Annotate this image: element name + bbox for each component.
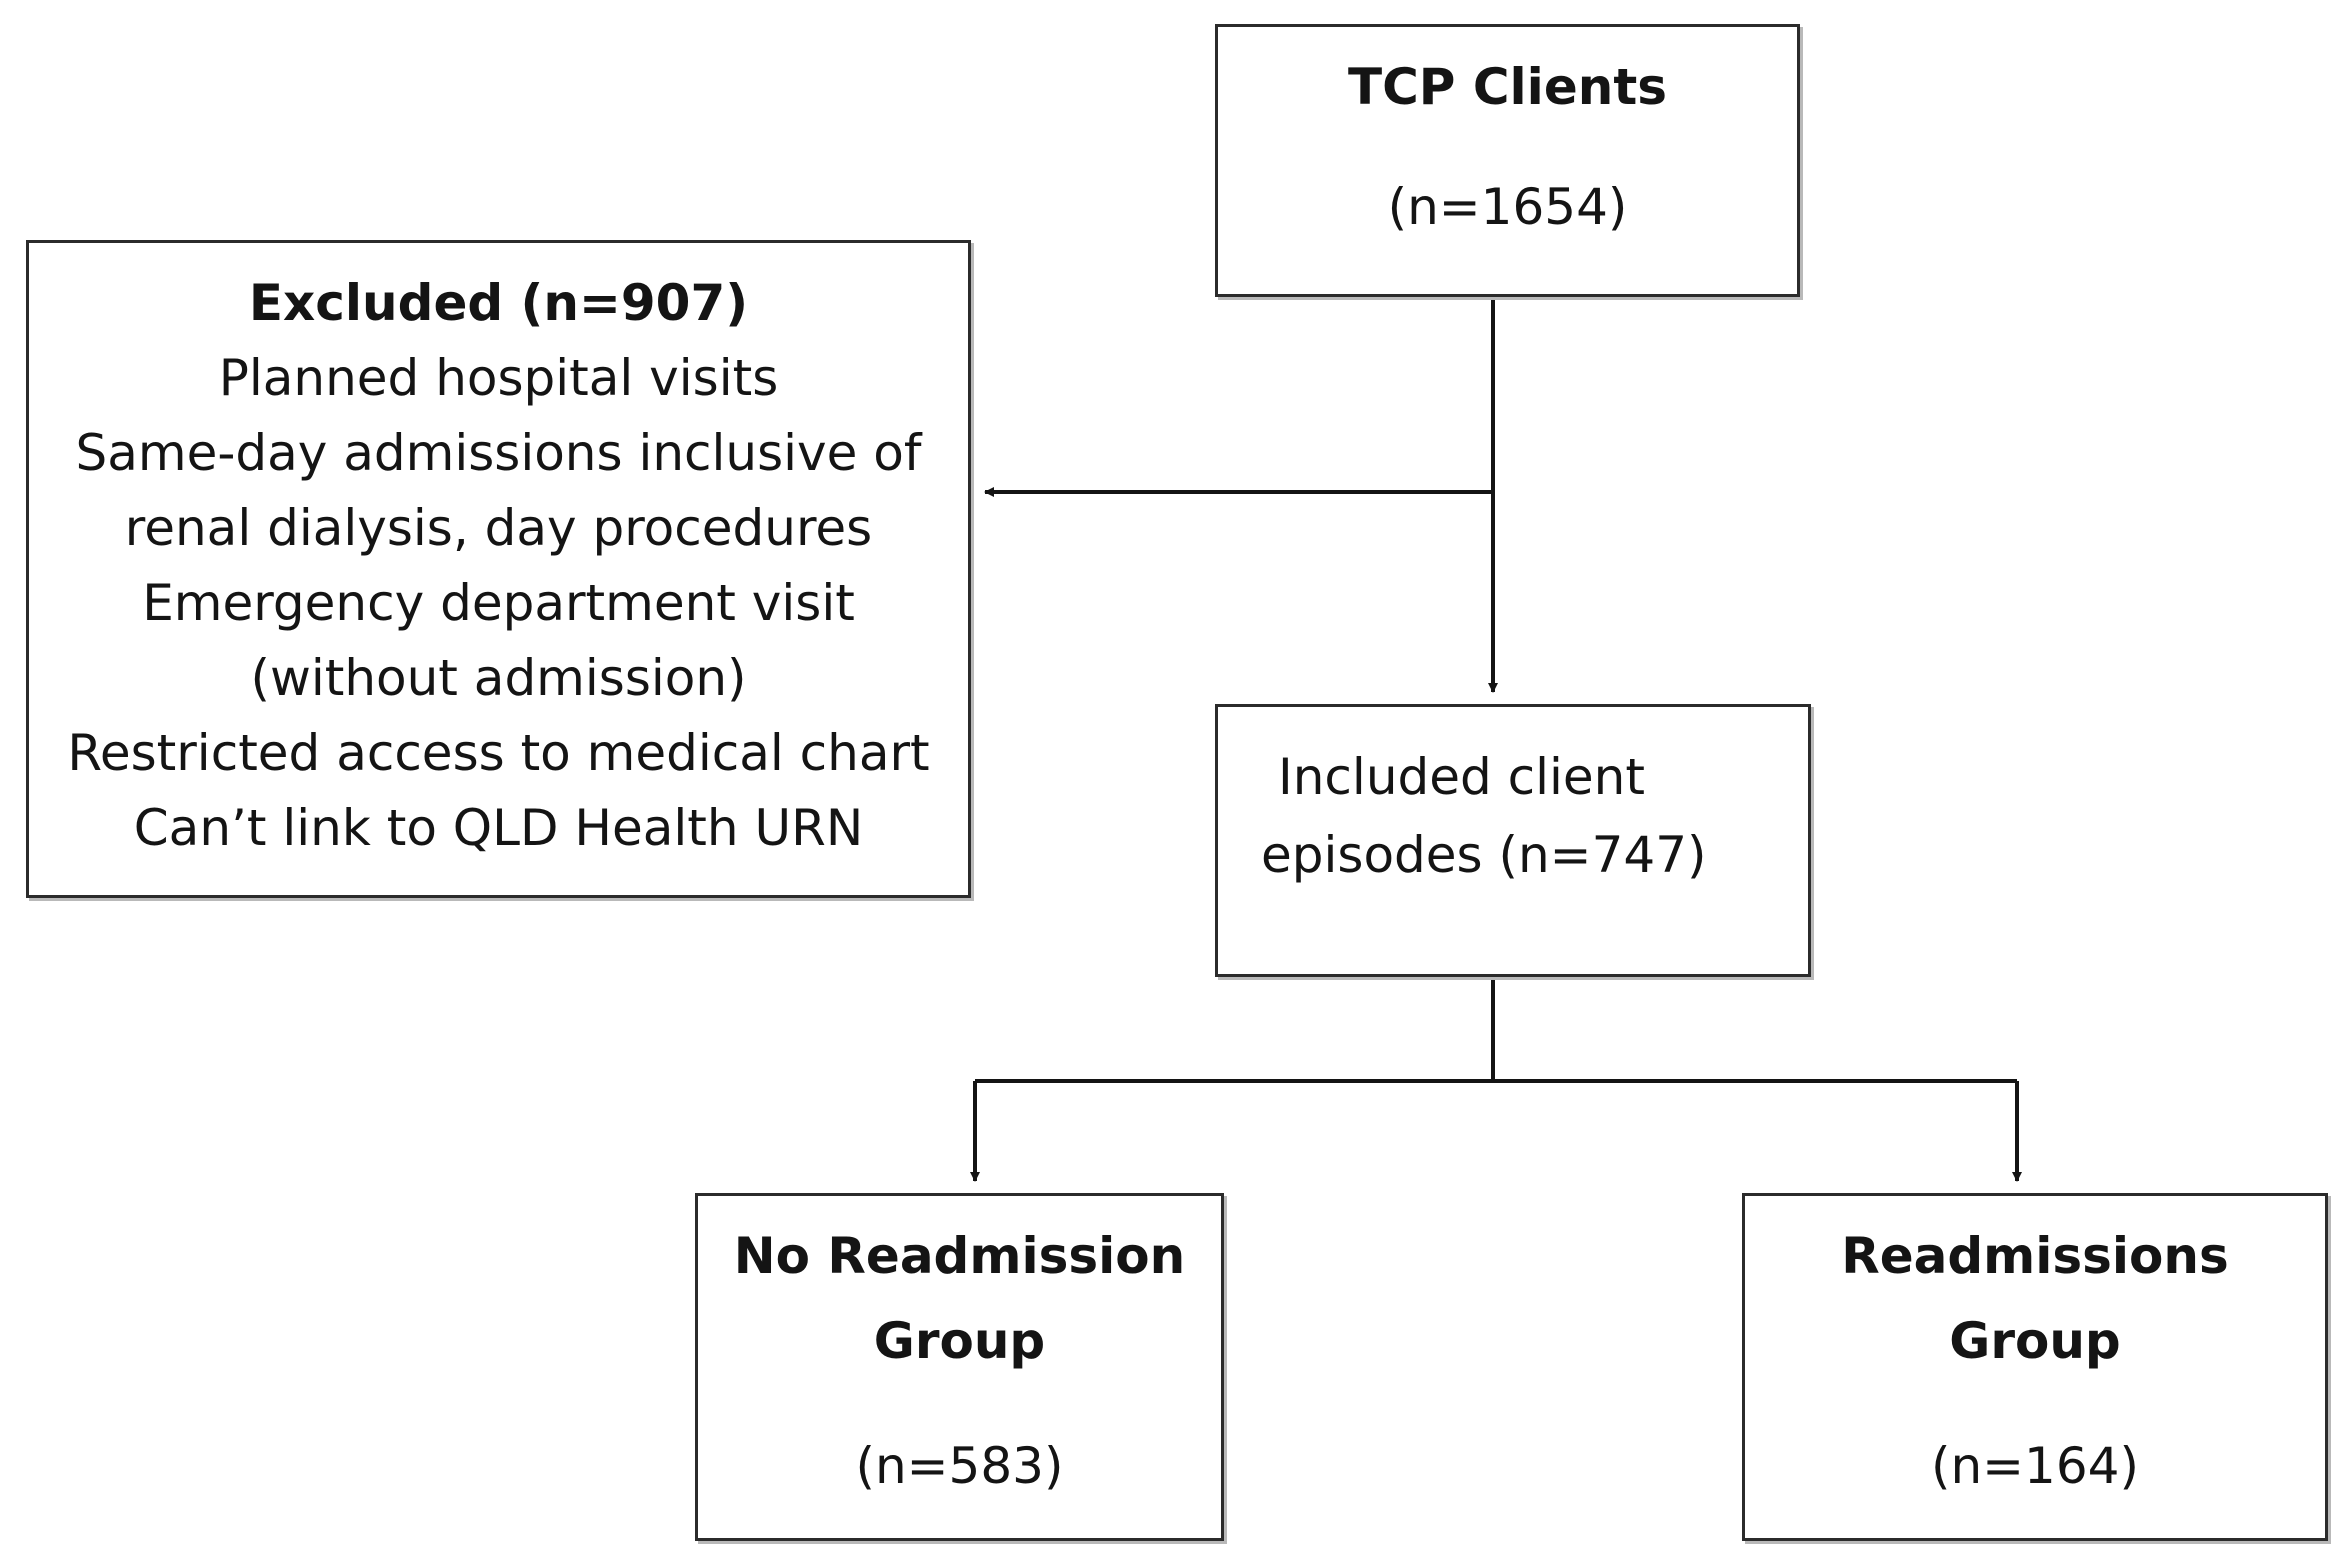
readmissions-title-line1: Readmissions xyxy=(1841,1227,2229,1285)
excluded-reason: Planned hospital visits xyxy=(218,349,779,407)
readmissions-count: (n=164) xyxy=(1930,1437,2140,1495)
excluded-reason: Can’t link to QLD Health URN xyxy=(133,799,864,857)
tcp-clients-count: (n=1654) xyxy=(1387,178,1628,236)
tcp-clients-title: TCP Clients xyxy=(1348,58,1667,116)
excluded-reason: (without admission) xyxy=(250,649,747,707)
no-readmission-title-line1: No Readmission xyxy=(733,1227,1186,1285)
readmissions-title-line2: Group xyxy=(1949,1312,2121,1370)
excluded-reason: Same-day admissions inclusive of xyxy=(75,424,922,482)
included-label-line2: episodes (n=747) xyxy=(1261,826,1707,884)
no-readmission-title-line2: Group xyxy=(873,1312,1046,1370)
included-episodes-box: Included client episodes (n=747) xyxy=(1215,704,1811,977)
excluded-reason: Emergency department visit xyxy=(142,574,855,632)
excluded-reason: renal dialysis, day procedures xyxy=(124,499,873,557)
readmissions-group-box: Readmissions Group (n=164) xyxy=(1742,1193,2328,1541)
excluded-reason: Restricted access to medical chart xyxy=(67,724,930,782)
included-label-line1: Included client xyxy=(1278,748,1645,806)
no-readmission-group-box: No Readmission Group (n=583) xyxy=(695,1193,1224,1541)
no-readmission-count: (n=583) xyxy=(855,1437,1064,1495)
tcp-clients-box: TCP Clients (n=1654) xyxy=(1215,24,1800,297)
excluded-box: Excluded (n=907) Planned hospital visits… xyxy=(26,240,971,898)
excluded-title: Excluded (n=907) xyxy=(248,274,749,332)
